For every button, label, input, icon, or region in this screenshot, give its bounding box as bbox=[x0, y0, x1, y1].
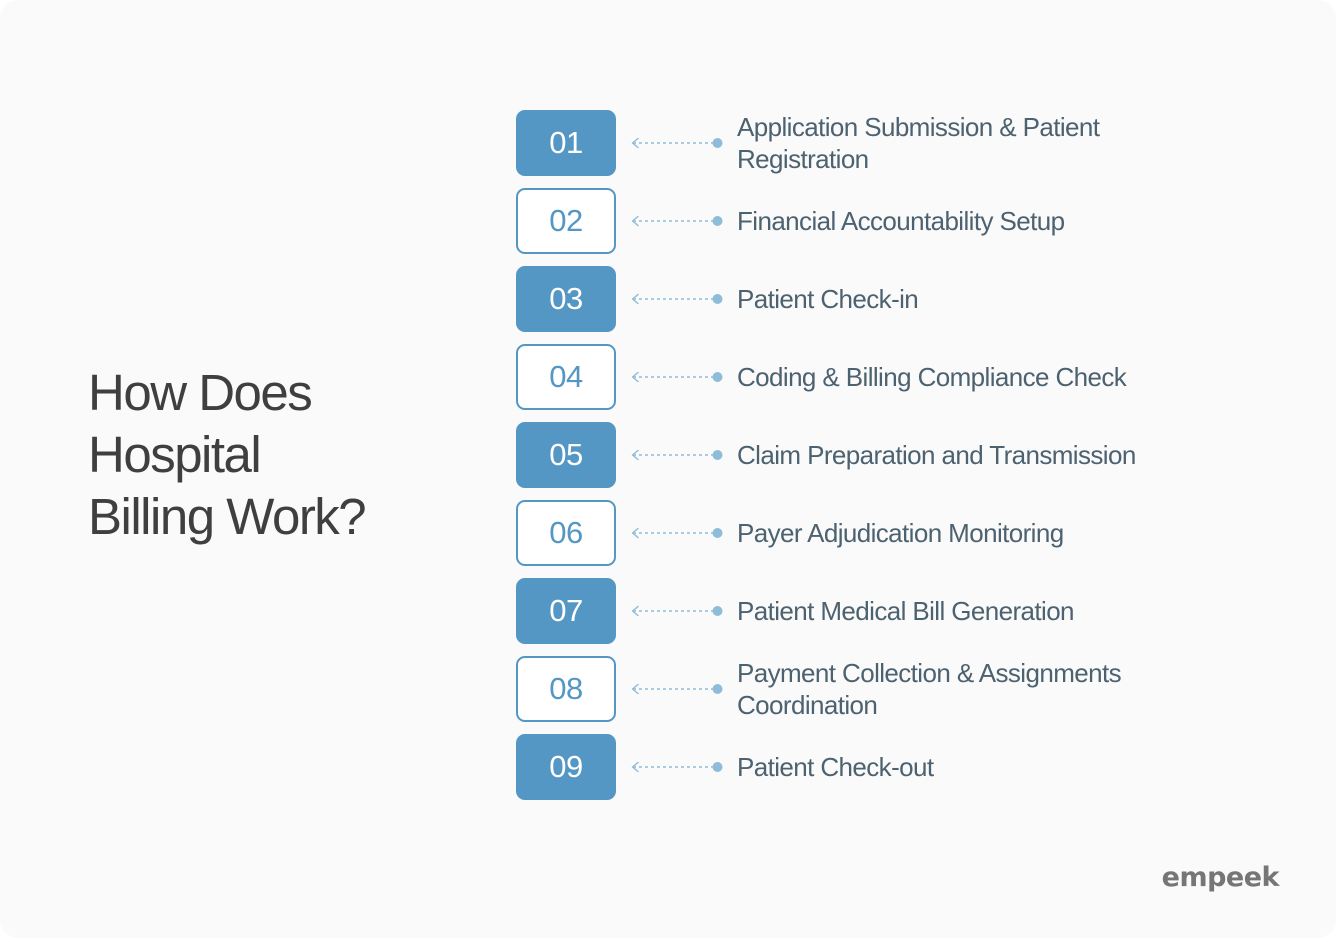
step-09: 09 Patient Check-out bbox=[516, 734, 1216, 800]
step-label: Patient Check-out bbox=[737, 752, 934, 782]
step-label: Patient Medical Bill Generation bbox=[737, 596, 1075, 626]
step-label: Payer Adjudication Monitoring bbox=[737, 518, 1064, 548]
step-03: 03 Patient Check-in bbox=[516, 266, 1216, 332]
arrow-left-dashed-icon bbox=[630, 527, 724, 539]
step-number-badge: 08 bbox=[516, 656, 616, 722]
arrow-left-dashed-icon bbox=[630, 605, 724, 617]
step-number-badge: 05 bbox=[516, 422, 616, 488]
step-label: Application Submission & Patient Registr… bbox=[737, 112, 1100, 174]
page-title: How Does Hospital Billing Work? bbox=[88, 362, 367, 548]
arrow-left-dashed-icon bbox=[630, 761, 724, 773]
step-number-badge: 02 bbox=[516, 188, 616, 254]
title-line-2: Hospital bbox=[88, 426, 262, 483]
step-label: Payment Collection & Assignments Coordin… bbox=[737, 658, 1122, 720]
step-01: 01 Application Submission & Patient Regis… bbox=[516, 110, 1216, 176]
step-label: Financial Accountability Setup bbox=[737, 206, 1065, 236]
step-number-badge: 07 bbox=[516, 578, 616, 644]
arrow-left-dashed-icon bbox=[630, 137, 724, 149]
step-number-badge: 04 bbox=[516, 344, 616, 410]
step-number-badge: 01 bbox=[516, 110, 616, 176]
title-line-1: How Does bbox=[88, 364, 313, 421]
arrow-left-dashed-icon bbox=[630, 371, 724, 383]
step-number-badge: 03 bbox=[516, 266, 616, 332]
title-line-3: Billing Work? bbox=[88, 488, 367, 545]
step-06: 06 Payer Adjudication Monitoring bbox=[516, 500, 1216, 566]
step-04: 04 Coding & Billing Compliance Check bbox=[516, 344, 1216, 410]
step-label: Coding & Billing Compliance Check bbox=[737, 362, 1127, 392]
arrow-left-dashed-icon bbox=[630, 293, 724, 305]
arrow-left-dashed-icon bbox=[630, 215, 724, 227]
step-02: 02 Financial Accountability Setup bbox=[516, 188, 1216, 254]
step-05: 05 Claim Preparation and Transmission bbox=[516, 422, 1216, 488]
step-08: 08 Payment Collection & Assignments Coord… bbox=[516, 656, 1216, 722]
step-number-badge: 06 bbox=[516, 500, 616, 566]
step-number-badge: 09 bbox=[516, 734, 616, 800]
step-label: Patient Check-in bbox=[737, 284, 919, 314]
empeek-logo: empeek bbox=[1161, 862, 1280, 893]
arrow-left-dashed-icon bbox=[630, 683, 724, 695]
arrow-left-dashed-icon bbox=[630, 449, 724, 461]
step-label: Claim Preparation and Transmission bbox=[737, 440, 1136, 470]
step-07: 07 Patient Medical Bill Generation bbox=[516, 578, 1216, 644]
